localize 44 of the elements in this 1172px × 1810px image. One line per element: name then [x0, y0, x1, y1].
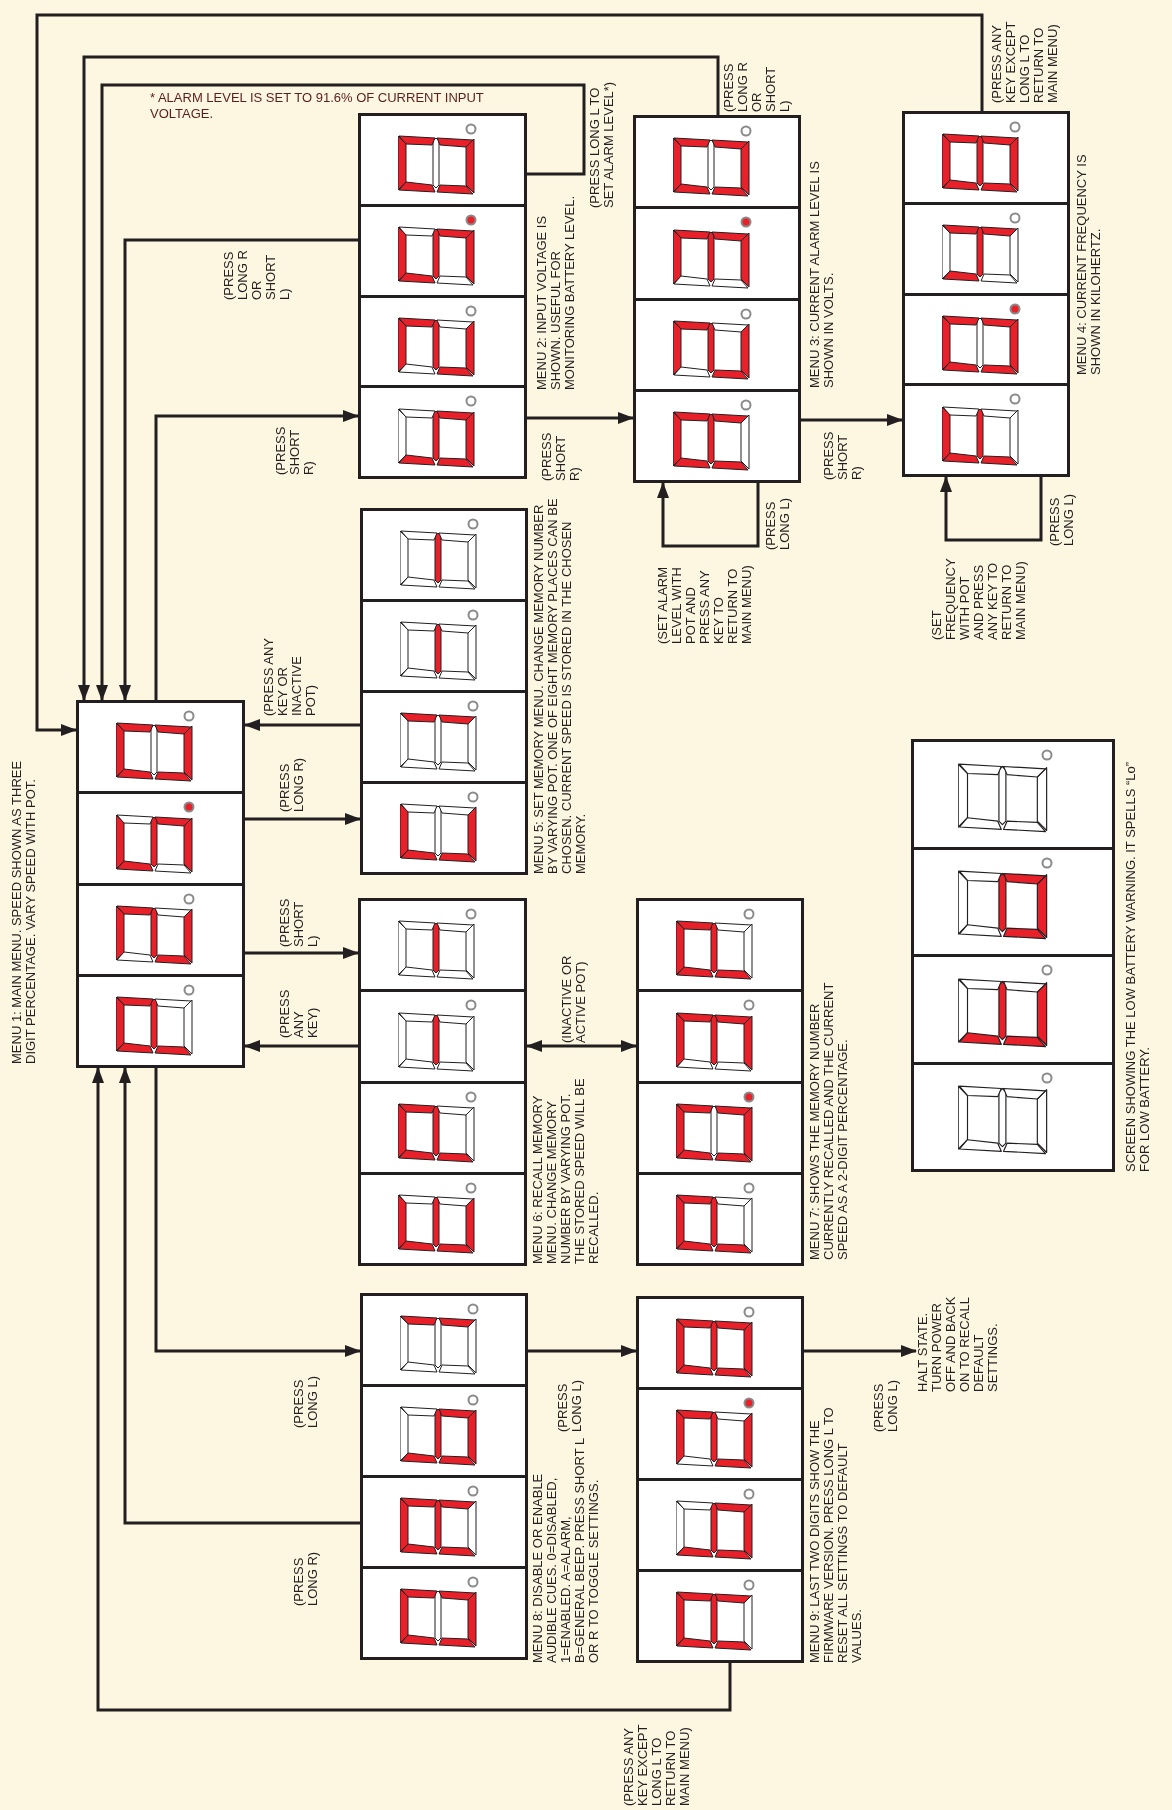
- arrow: [801, 414, 903, 426]
- display-panel: [358, 113, 527, 479]
- display-panel: [636, 1296, 804, 1663]
- menu-description: MENU 7: SHOWS THE MEMORY NUMBER CURRENTLY RECALLED AND THE CURRENT SPEED AS A 2-DIGIT PERCENTAGE.: [808, 981, 850, 1260]
- menu-description: MENU 6: RECALL MEMORY MENU. CHANGE MEMORY NUMBER BY VARYING POT. THE STORED SPEED WILL BE RECALLED.: [531, 1077, 601, 1264]
- display-panel: [902, 111, 1070, 477]
- display-panel: [633, 115, 801, 483]
- state-note: HALT STATE. TURN POWER OFF AND BACK ON TO RECALL DEFAULT SETTINGS.: [916, 1282, 1000, 1392]
- menu-description: SCREEN SHOWING THE LOW BATTERY WARNING. IT SPELLS “Lo” FOR LOW BATTERY.: [1124, 760, 1152, 1172]
- display-panel: [911, 739, 1115, 1172]
- arrow: [940, 476, 1043, 542]
- arrow: [527, 412, 634, 424]
- arrow: [154, 1068, 361, 1357]
- arrow: [154, 410, 359, 700]
- arrow: [96, 83, 586, 701]
- menu-description: MENU 9: LAST TWO DIGITS SHOW THE FIRMWARE VERSION. PRESS LONG L TO RESET ALL SETTINGS TO DEFAULT VALUES.: [808, 1406, 864, 1663]
- arrow: [119, 1067, 360, 1525]
- arrow: [35, 13, 984, 736]
- display-panel: [360, 508, 528, 875]
- display-panel: [358, 898, 527, 1266]
- menu-description: MENU 5: SET MEMORY MENU. CHANGE MEMORY NUMBER BY VARYING POT. ONE OF EIGHT MEMORY PLACES CAN BE CHOSEN. CURRENT SPEED IS STORED IN THE CHOSEN MEMORY.: [532, 497, 588, 874]
- arrow: [244, 1040, 358, 1052]
- arrow: [92, 1067, 732, 1712]
- display-panel: [76, 700, 245, 1068]
- menu-description: MENU 2: INPUT VOLTAGE IS SHOWN. USEFUL FOR MONITORING BATTERY LEVEL.: [535, 195, 577, 390]
- arrow: [526, 1040, 637, 1052]
- arrow: [245, 813, 361, 825]
- menu-description: MENU 3: CURRENT ALARM LEVEL IS SHOWN IN VOLTS.: [808, 160, 836, 388]
- display-panel: [636, 898, 804, 1266]
- menu-description: MENU 8: DISABLE OR ENABLE AUDIBLE CUES. 0=DISABLED, 1=ENABLED. A=ALARM, B=GENERAL BEEP. PRESS SHORT L OR R TO TOGGLE SETTINGS.: [531, 1437, 601, 1663]
- arrow: [78, 55, 720, 701]
- menu-description: MENU 1: MAIN MENU. SPEED SHOWN AS THREE DIGIT PERCENTAGE. VARY SPEED WITH POT.: [10, 759, 38, 1064]
- arrow: [245, 947, 359, 959]
- instruction-note: (SET FREQUENCY WITH POT AND PRESS ANY KEY TO RETURN TO MAIN MENU): [930, 557, 1028, 640]
- arrow: [119, 238, 358, 701]
- display-panel: [360, 1293, 528, 1660]
- footnote: * ALARM LEVEL IS SET TO 91.6% OF CURRENT INPUT VOLTAGE.: [150, 90, 485, 122]
- instruction-note: (SET ALARM LEVEL WITH POT AND PRESS ANY KEY TO RETURN TO MAIN MENU): [656, 564, 754, 644]
- arrow: [804, 1345, 917, 1357]
- edge-label: (PRESS LONG R OR SHORT L): [722, 60, 792, 112]
- arrow: [528, 1345, 637, 1357]
- arrow: [244, 719, 360, 731]
- menu-description: MENU 4: CURRENT FREQUENCY IS SHOWN IN KILOHERTZ.: [1075, 153, 1103, 375]
- arrow: [657, 482, 760, 548]
